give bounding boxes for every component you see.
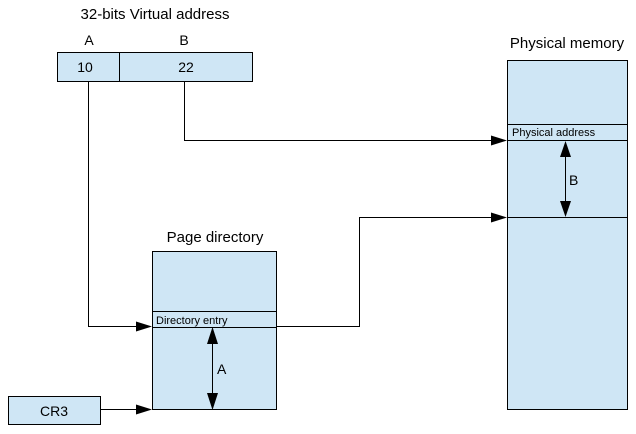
connector-directory-to-frame xyxy=(276,217,493,327)
connector-cr3-arrow-icon xyxy=(136,404,152,415)
directory-entry-label: Directory entry xyxy=(156,315,228,327)
field-a-letter: A xyxy=(84,32,94,48)
offset-b-label: B xyxy=(569,172,578,188)
physical-memory-box xyxy=(507,60,628,410)
field-b-letter: B xyxy=(179,32,188,48)
field-a-box xyxy=(57,52,120,82)
connector-directory-arrow-icon xyxy=(491,212,507,223)
physical-memory-title: Physical memory xyxy=(510,35,625,52)
connector-a-arrow-icon xyxy=(136,321,152,332)
virtual-address-title: 32-bits Virtual address xyxy=(81,6,230,23)
offset-a-arrow-up-icon xyxy=(207,327,218,344)
field-b-box xyxy=(119,52,253,82)
field-b-value: 22 xyxy=(178,59,194,75)
cr3-box xyxy=(8,396,101,425)
offset-a-label: A xyxy=(217,361,227,377)
offset-b-arrow-down-icon xyxy=(560,201,571,217)
offset-b-arrow-up-icon xyxy=(560,141,571,157)
connector-a-to-directory-entry xyxy=(88,81,138,327)
physical-address-label: Physical address xyxy=(512,127,596,139)
page-directory-title: Page directory xyxy=(167,229,264,246)
cr3-label: CR3 xyxy=(40,403,68,419)
field-a-value: 10 xyxy=(77,59,93,75)
connector-b-to-physical-address xyxy=(184,81,493,141)
page-directory-box xyxy=(152,251,277,410)
offset-a-arrow-down-icon xyxy=(207,393,218,410)
connector-b-arrow-icon xyxy=(491,135,507,146)
